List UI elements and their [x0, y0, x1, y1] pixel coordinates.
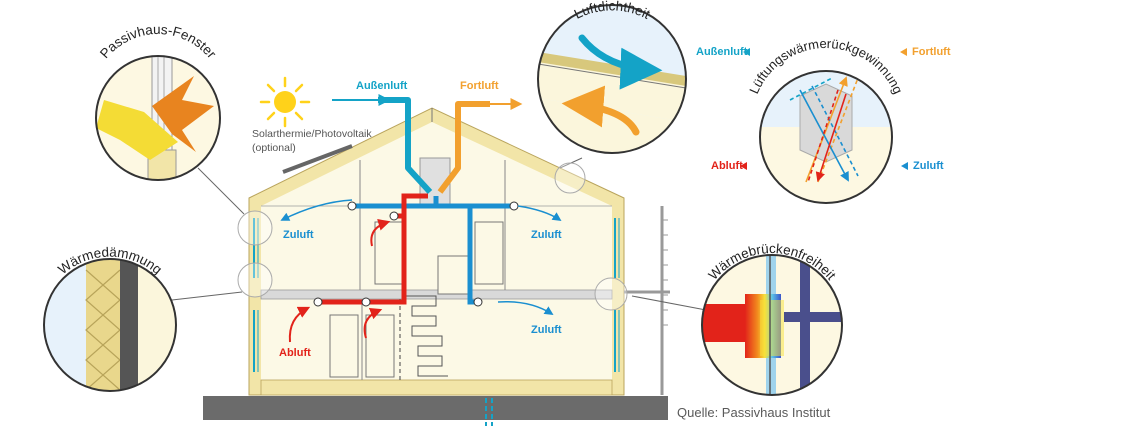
- label-fortluft-roof: Fortluft: [460, 80, 499, 92]
- label-solar-optional: (optional): [252, 142, 296, 154]
- label-solar: Solarthermie/Photovoltaik: [252, 128, 372, 140]
- label-fortluft-legend: Fortluft: [912, 46, 951, 58]
- solar-panel: [282, 144, 353, 174]
- source-credit: Quelle: Passivhaus Institut: [677, 405, 831, 420]
- label-zuluft-legend: Zuluft: [913, 160, 944, 172]
- callout-lueftungswaermerueckgewinnung: Lüftungswärmerückgewinnung: [746, 36, 906, 204]
- house: [248, 107, 625, 396]
- sun-icon: [259, 76, 311, 128]
- label-abluft-legend: Abluft: [711, 160, 743, 172]
- label-zuluft-upper-left: Zuluft: [283, 229, 314, 241]
- label-zuluft-upper-right: Zuluft: [531, 229, 562, 241]
- callout-waermedaemmung: Wärmedämmung: [43, 245, 177, 392]
- label-aussenluft-roof: Außenluft: [356, 80, 408, 92]
- label-aussenluft-legend: Außenluft: [696, 46, 748, 58]
- callout-waermebrueckenfreiheit: Wärmebrückenfreiheit: [701, 241, 843, 396]
- ground-slab: [203, 396, 668, 420]
- label-zuluft-lower-right: Zuluft: [531, 324, 562, 336]
- callout-passivhaus-fenster: Passivhaus-Fenster: [95, 22, 221, 181]
- label-abluft-lower-left: Abluft: [279, 347, 311, 359]
- callout-luftdichtheit: Luftdichtheit: [537, 0, 687, 154]
